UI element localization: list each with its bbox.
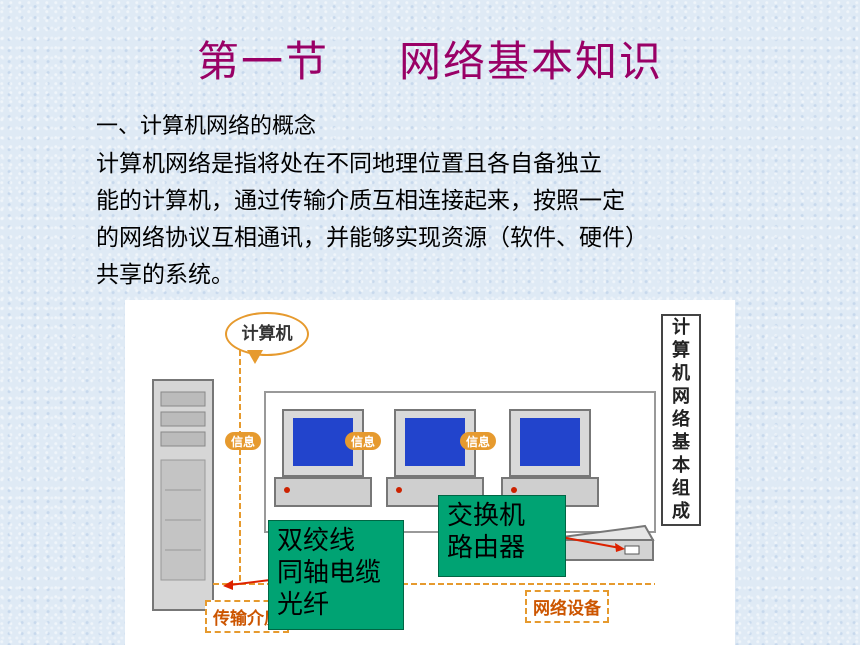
transmission-media-box: 双绞线 同轴电缆 光纤: [268, 520, 404, 630]
title-section: 第一节: [196, 37, 329, 86]
caption-char: 络: [672, 409, 690, 430]
info-tag-icon: [225, 432, 261, 450]
network-diagram-illustration: [152, 350, 656, 611]
device-item: 交换机: [447, 501, 526, 531]
paragraph-line: 计算机网络是指将处在不同地理位置且各自备独立: [96, 151, 602, 177]
caption-char: 计: [672, 317, 690, 338]
caption-char: 本: [672, 455, 690, 476]
vertical-caption: 计 算 机 网 络 基 本 组 成: [661, 314, 701, 526]
info-tag-icon: [460, 432, 496, 450]
server-icon: [152, 379, 214, 611]
media-item: 光纤: [277, 590, 330, 620]
slide-title: 第一节 网络基本知识: [0, 28, 860, 89]
paragraph-line: 能的计算机，通过传输介质互相连接起来，按照一定: [96, 188, 625, 214]
computer-bubble: 计算机: [225, 312, 309, 356]
info-tag-icon: [345, 432, 381, 450]
title-topic: 网络基本知识: [399, 37, 664, 86]
caption-char: 网: [672, 386, 690, 407]
network-diagram-figure: 计算机 信息 信息 信息 计 算 机 网 络 基 本 组 成 传输介质 网络设备: [125, 300, 735, 645]
paragraph-line: 共享的系统。: [96, 262, 234, 288]
caption-char: 机: [672, 363, 690, 384]
bubble-tail: [247, 350, 263, 364]
device-item: 路由器: [447, 533, 526, 563]
caption-char: 算: [672, 340, 690, 361]
computer-icon: [501, 409, 599, 507]
media-item: 双绞线: [277, 526, 356, 556]
info-tag-label: 信息: [350, 435, 375, 449]
caption-char: 基: [672, 432, 690, 453]
network-device-box: 交换机 路由器: [438, 495, 566, 577]
media-item: 同轴电缆: [277, 558, 382, 588]
computer-icon: [386, 409, 484, 507]
info-tag-label: 信息: [465, 435, 490, 449]
info-tag-label: 信息: [230, 435, 255, 449]
definition-paragraph: 计算机网络是指将处在不同地理位置且各自备独立 能的计算机，通过传输介质互相连接起…: [96, 146, 796, 294]
caption-char: 组: [672, 478, 690, 499]
computer-icon: [274, 409, 372, 507]
device-label: 网络设备: [525, 590, 609, 623]
paragraph-line: 的网络协议互相通讯，并能够实现资源（软件、硬件）: [96, 225, 648, 251]
section-heading: 一、计算机网络的概念: [96, 114, 317, 139]
caption-char: 成: [672, 501, 690, 522]
